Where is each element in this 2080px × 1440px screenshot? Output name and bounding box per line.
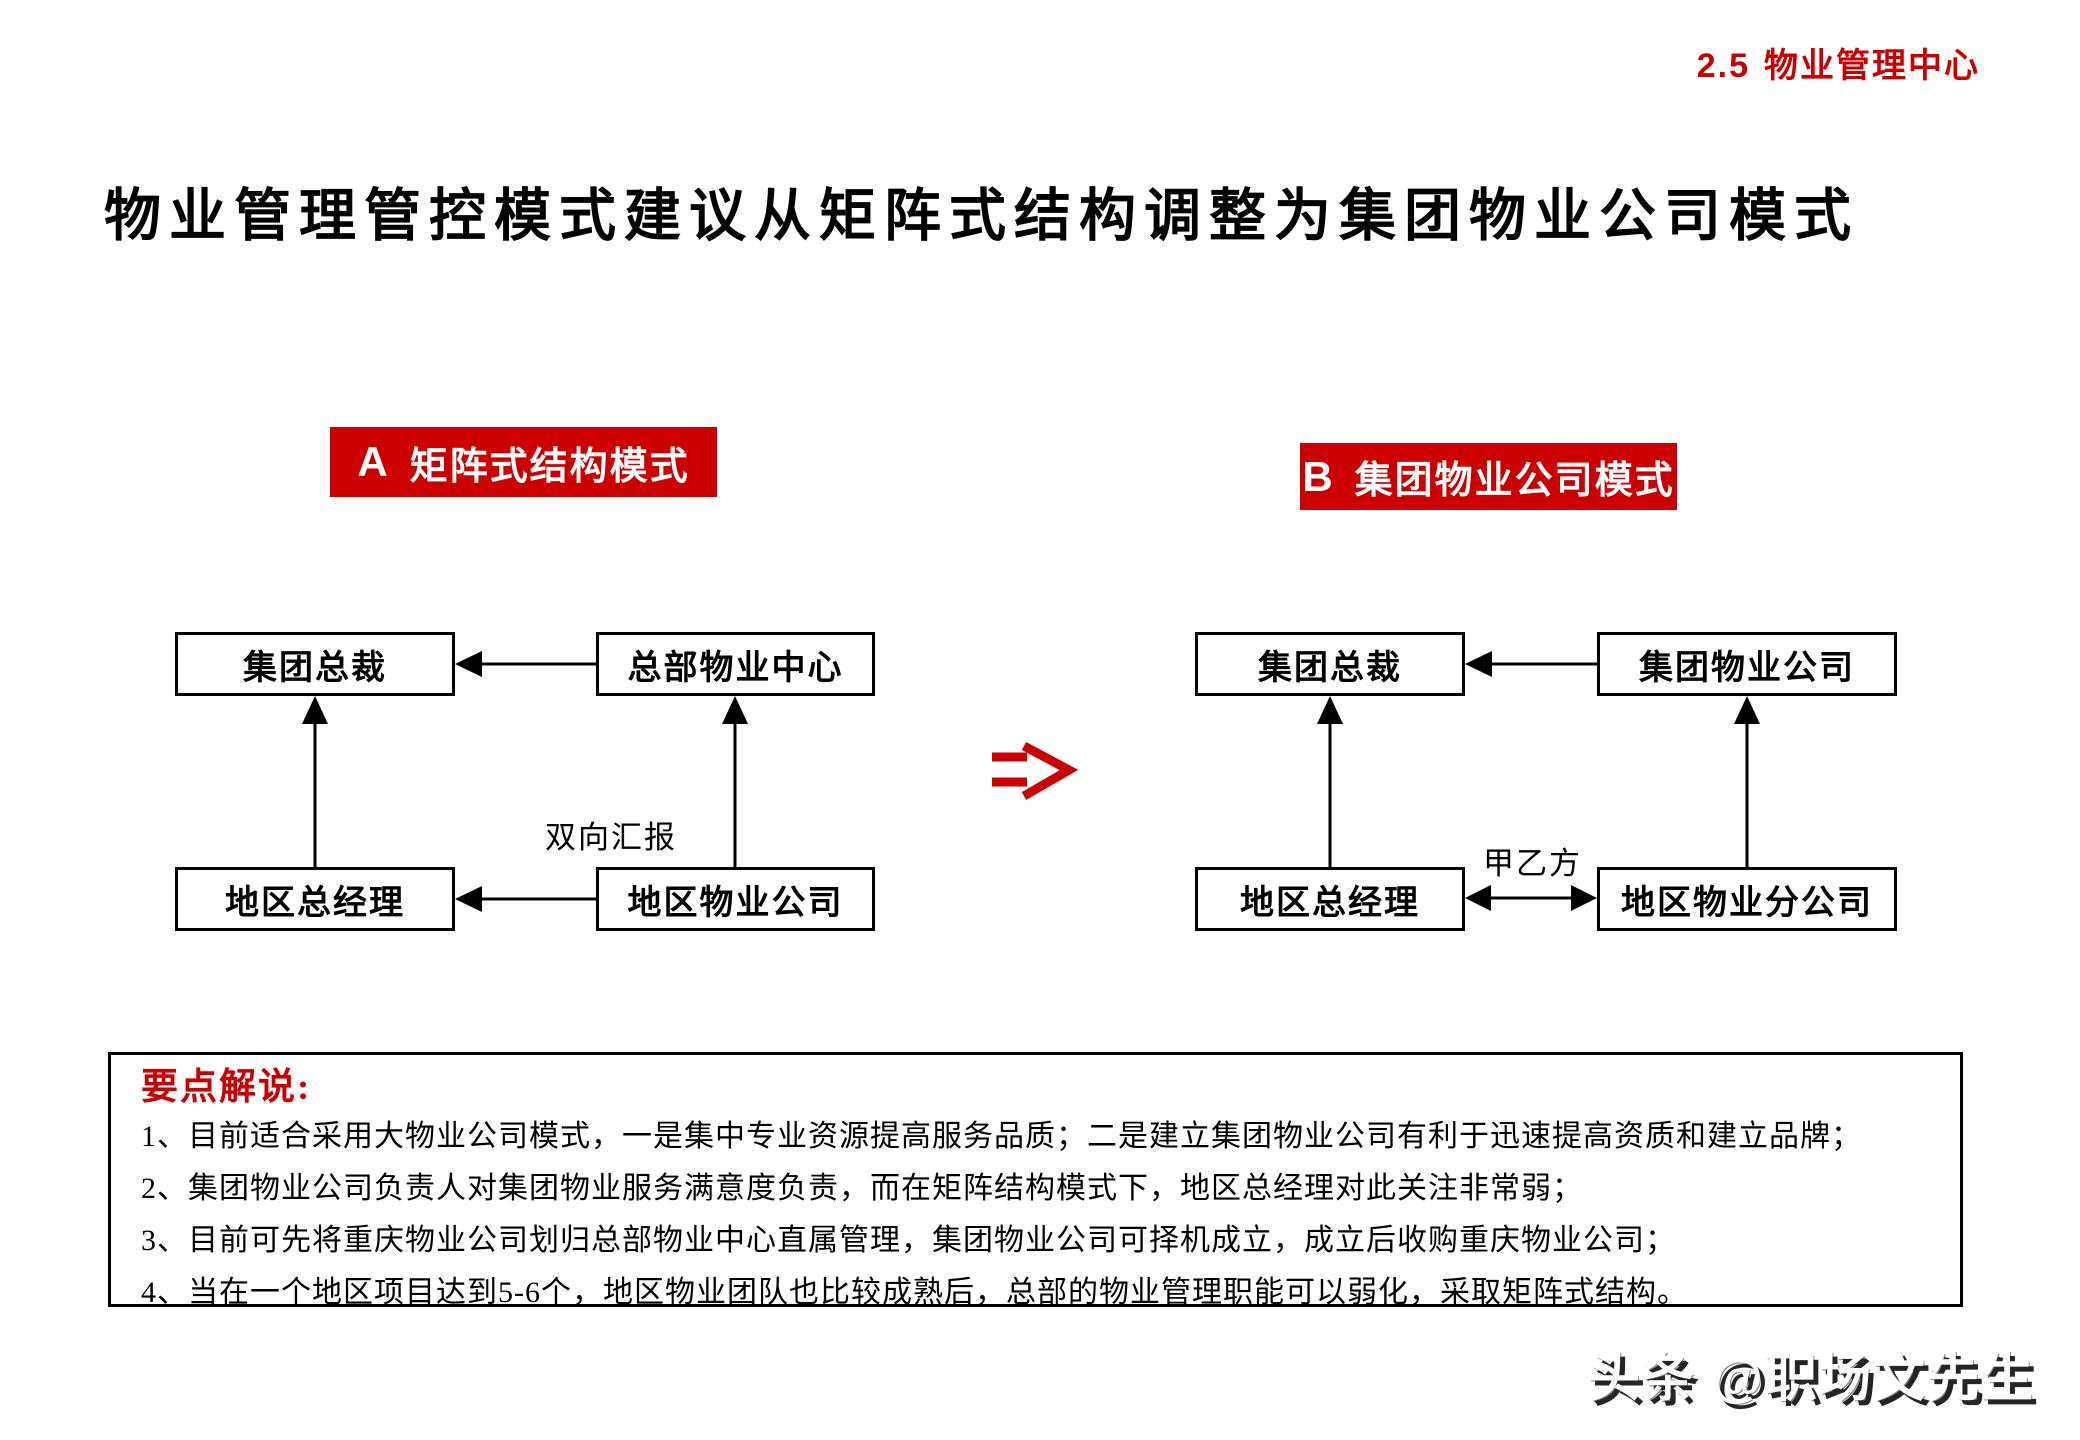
key-point-item-2: 2、集团物业公司负责人对集团物业服务满意度负责，而在矩阵结构模式下，地区总经理对…: [141, 1172, 1583, 1205]
mode-b-header: B 集团物业公司模式: [1300, 443, 1677, 510]
box-b-regional-property-branch: 地区物业分公司: [1597, 867, 1897, 931]
key-point-item-3: 3、目前可先将重庆物业公司划归总部物业中心直属管理，集团物业公司可择机成立，成立…: [141, 1224, 1676, 1257]
key-point-item-1: 1、目前适合采用大物业公司模式，一是集中专业资源提高服务品质；二是建立集团物业公…: [141, 1120, 1862, 1153]
section-label: 物业管理中心: [1764, 47, 1980, 85]
key-points-panel: 要点解说: 1、目前适合采用大物业公司模式，一是集中专业资源提高服务品质；二是建…: [108, 1052, 1963, 1309]
mode-a-label: 矩阵式结构模式: [409, 445, 690, 488]
transform-arrow-icon: [992, 742, 1079, 800]
edge-label-dual-reporting: 双向汇报: [545, 820, 677, 855]
box-b-group-property-co: 集团物业公司: [1597, 632, 1897, 696]
box-b-regional-gm: 地区总经理: [1195, 867, 1465, 931]
mode-a-letter: A: [357, 438, 388, 485]
box-a-hq-property-center: 总部物业中心: [596, 632, 875, 696]
mode-a-header: A 矩阵式结构模式: [330, 427, 717, 497]
mode-b-letter: B: [1302, 452, 1333, 500]
edge-label-party-a-b: 甲乙方: [1483, 846, 1582, 881]
page-title: 物业管理管控模式建议从矩阵式结构调整为集团物业公司模式: [104, 185, 1859, 248]
box-a-group-president: 集团总裁: [175, 632, 455, 696]
key-points-title: 要点解说:: [141, 1067, 312, 1108]
key-point-item-4: 4、当在一个地区项目达到5-6个，地区物业团队也比较成熟后，总部的物业管理职能可…: [141, 1276, 1688, 1309]
mode-b-label: 集团物业公司模式: [1354, 460, 1675, 502]
section-header: 2.5 物业管理中心: [1697, 38, 1980, 87]
box-a-regional-property-co: 地区物业公司: [596, 867, 875, 931]
box-a-regional-gm: 地区总经理: [175, 867, 455, 931]
watermark: 头条 @职场文先生: [1587, 1350, 2035, 1408]
box-b-group-president: 集团总裁: [1195, 632, 1465, 696]
section-number: 2.5: [1696, 47, 1750, 85]
